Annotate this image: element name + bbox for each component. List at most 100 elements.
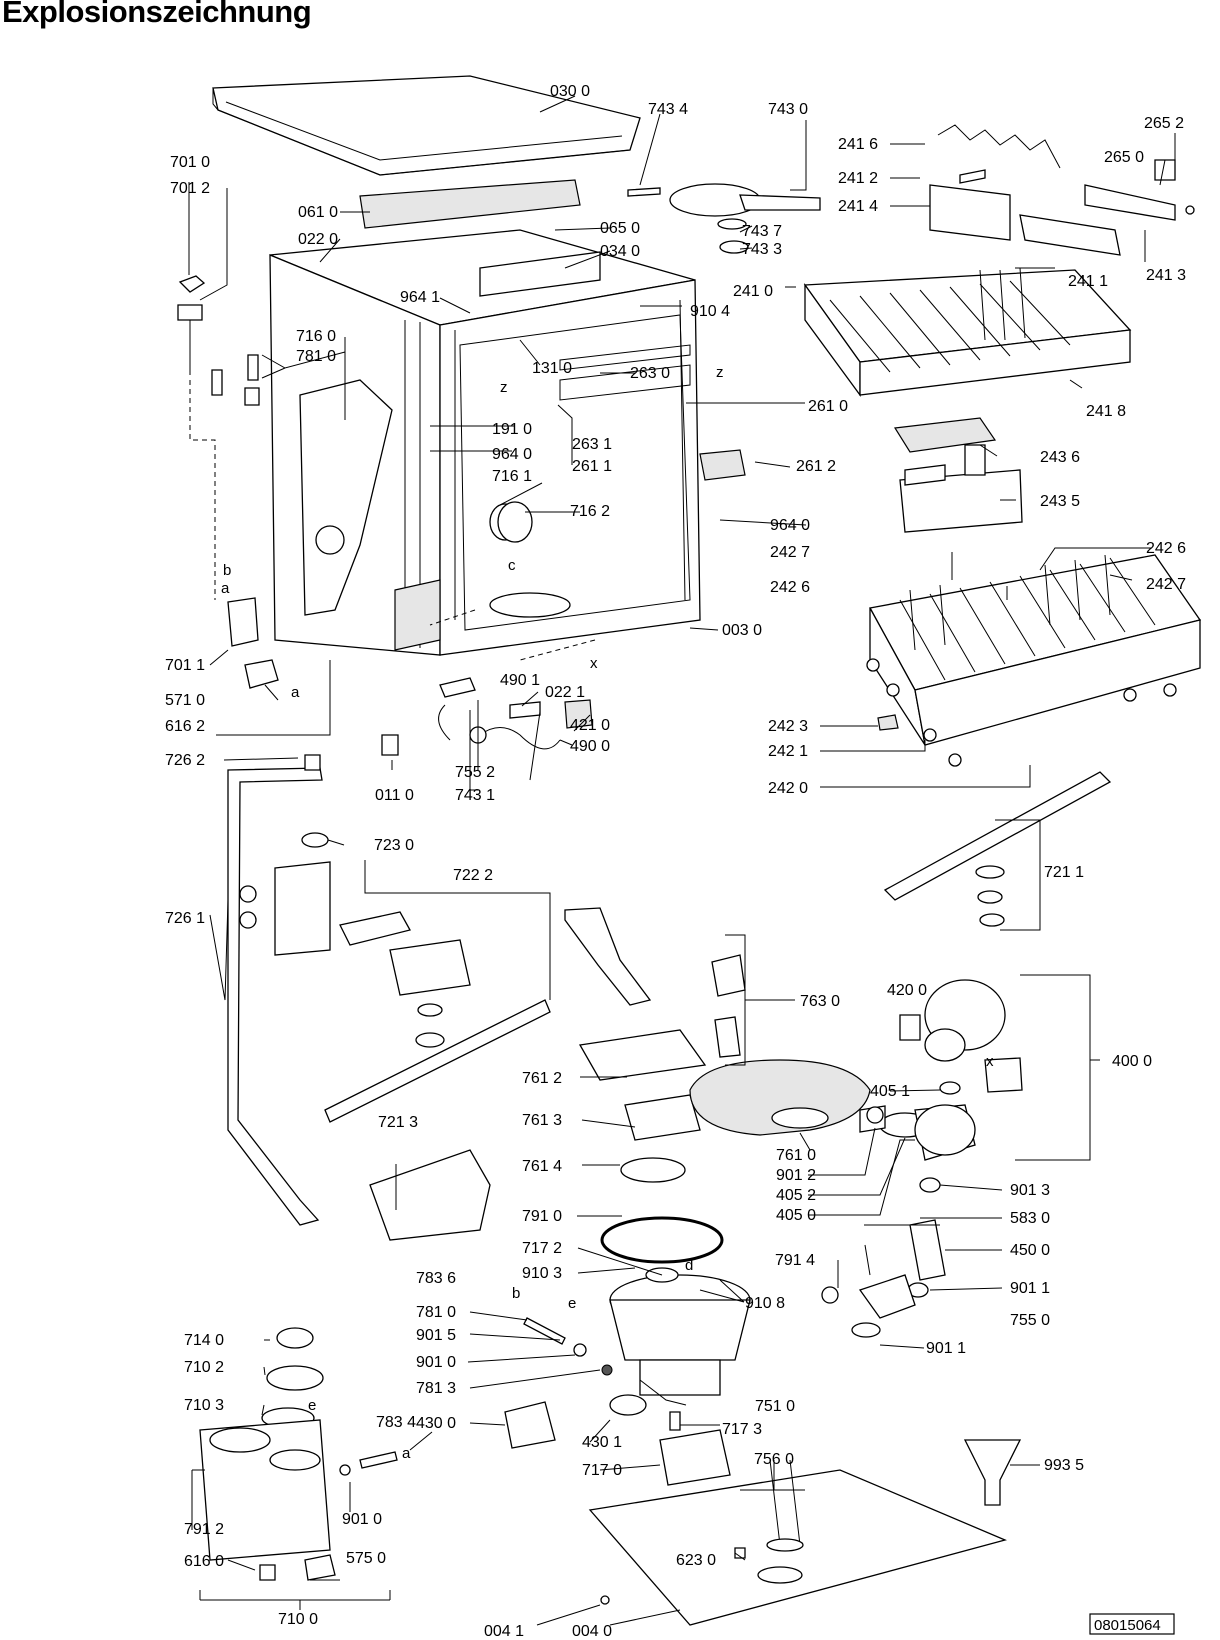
label-726-2: 726 2	[165, 752, 205, 769]
label-722-2: 722 2	[453, 867, 493, 884]
part-clip-241-2	[959, 169, 986, 184]
label-405-0: 405 0	[776, 1207, 816, 1224]
label-791-0: 791 0	[522, 1208, 562, 1225]
label-242-6-b: 242 6	[770, 579, 810, 596]
label-405-2: 405 2	[776, 1187, 816, 1204]
label-421-0: 421 0	[570, 717, 610, 734]
label-781-3: 781 3	[416, 1380, 456, 1397]
part-door-handle-rod	[177, 275, 260, 600]
part-valve-717-0	[659, 1429, 731, 1486]
label-701-1: 701 1	[165, 657, 205, 674]
part-hose-small	[438, 704, 451, 741]
part-wire-241-6	[937, 124, 1061, 169]
ref-letter-z-2: z	[716, 364, 724, 381]
label-901-2: 901 2	[776, 1167, 816, 1184]
label-616-0: 616 0	[184, 1553, 224, 1570]
part-electric-components	[469, 699, 593, 750]
ref-letter-c-1: c	[508, 557, 516, 574]
label-910-3: 910 3	[522, 1265, 562, 1282]
label-743-0: 743 0	[768, 101, 808, 118]
part-filter	[711, 954, 746, 1058]
part-drain-pump	[504, 1401, 556, 1449]
label-242-7-a: 242 7	[770, 544, 810, 561]
ref-letter-x-1: x	[590, 655, 598, 672]
label-710-2: 710 2	[184, 1359, 224, 1376]
drawing-number-box: 08015064	[1089, 1613, 1175, 1635]
part-insulation-strip	[359, 179, 581, 229]
label-721-1: 721 1	[1044, 864, 1084, 881]
part-circulation-pump	[899, 979, 1023, 1095]
part-clamp-901-5	[573, 1343, 587, 1357]
label-061-0: 061 0	[298, 204, 338, 221]
label-261-2: 261 2	[796, 458, 836, 475]
label-901-1-a: 901 1	[1010, 1280, 1050, 1297]
part-hose-bracket	[439, 677, 476, 698]
part-drain-seal	[609, 1394, 647, 1416]
ref-letter-b-1: b	[223, 562, 231, 579]
ref-letter-a-2: a	[291, 684, 300, 701]
label-242-3: 242 3	[768, 718, 808, 735]
part-rack-241-1	[1019, 214, 1121, 256]
label-716-0: 716 0	[296, 328, 336, 345]
part-dispenser	[669, 183, 821, 254]
label-743-1: 743 1	[455, 787, 495, 804]
label-756-0: 756 0	[754, 1451, 794, 1468]
label-405-1: 405 1	[870, 1083, 910, 1100]
part-rack-241-4	[929, 184, 1011, 241]
part-clip-265-2	[1154, 159, 1176, 181]
label-717-2: 717 2	[522, 1240, 562, 1257]
label-241-2: 241 2	[838, 170, 878, 187]
part-sump-housing	[609, 1267, 751, 1396]
label-263-1: 263 1	[572, 436, 612, 453]
reference-letters: a b a c x z z x b e d e a	[221, 364, 994, 1462]
label-575-0: 575 0	[346, 1550, 386, 1567]
label-191-0: 191 0	[492, 421, 532, 438]
label-761-3: 761 3	[522, 1112, 562, 1129]
label-623-0: 623 0	[676, 1552, 716, 1569]
label-490-1: 490 1	[500, 672, 540, 689]
label-430-1: 430 1	[582, 1434, 622, 1451]
label-964-1: 964 1	[400, 289, 440, 306]
part-screw-241-3	[1185, 205, 1195, 215]
label-241-1: 241 1	[1068, 273, 1108, 290]
ref-letter-a-3: a	[402, 1445, 411, 1462]
label-242-7-b: 242 7	[1146, 576, 1186, 593]
part-pin	[627, 187, 661, 197]
part-lower-arm-support	[369, 1149, 491, 1241]
label-265-0: 265 0	[1104, 149, 1144, 166]
leader-lines	[188, 95, 1176, 1626]
ref-letter-a-1: a	[221, 580, 230, 597]
label-263-0: 263 0	[630, 365, 670, 382]
label-400-0: 400 0	[1112, 1053, 1152, 1070]
label-490-0: 490 0	[570, 738, 610, 755]
drawing-number: 08015064	[1094, 1617, 1161, 1634]
label-743-4: 743 4	[648, 101, 688, 118]
label-265-2: 265 2	[1144, 115, 1184, 132]
label-901-5: 901 5	[416, 1327, 456, 1344]
ref-letter-x-2: x	[986, 1053, 994, 1070]
label-420-0: 420 0	[887, 982, 927, 999]
part-upper-spray-arm	[883, 771, 1112, 927]
part-clamp-901-0	[601, 1364, 613, 1376]
label-004-0: 004 0	[572, 1623, 612, 1640]
part-heater-pump	[859, 1104, 976, 1161]
label-781-0: 781 0	[296, 348, 336, 365]
ref-letter-b-2: b	[512, 1285, 520, 1302]
label-241-8: 241 8	[1086, 403, 1126, 420]
label-717-3: 717 3	[722, 1421, 762, 1438]
label-761-2: 761 2	[522, 1070, 562, 1087]
label-716-1: 716 1	[492, 468, 532, 485]
label-716-2: 716 2	[570, 503, 610, 520]
label-241-6: 241 6	[838, 136, 878, 153]
part-rail-265-0	[1084, 184, 1176, 221]
label-030-0: 030 0	[550, 83, 590, 100]
part-cutlery-basket	[893, 417, 1023, 533]
label-583-0: 583 0	[1010, 1210, 1050, 1227]
part-screw-004-1	[600, 1595, 610, 1605]
label-726-1: 726 1	[165, 910, 205, 927]
label-701-2: 701 2	[170, 180, 210, 197]
label-242-1: 242 1	[768, 743, 808, 760]
label-616-2: 616 2	[165, 718, 205, 735]
label-743-7: 743 7	[742, 223, 782, 240]
